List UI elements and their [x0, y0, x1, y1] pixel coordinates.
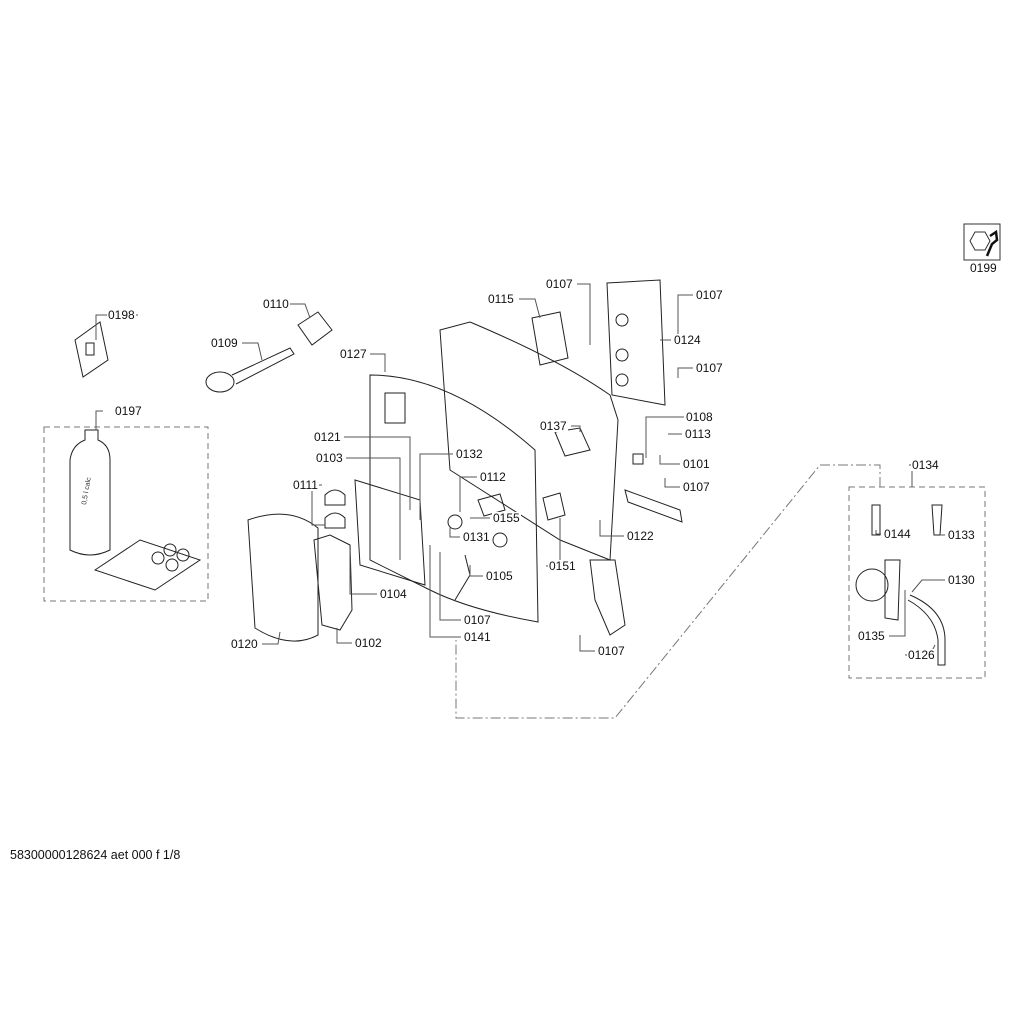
part-label[interactable]: 0131 — [462, 530, 491, 544]
spout-0102 — [313, 534, 353, 631]
part-label[interactable]: 0130 — [947, 573, 976, 587]
front-cover-0120 — [247, 513, 319, 642]
cable-0105 — [454, 554, 471, 601]
module-0115 — [531, 311, 569, 366]
board-0124 — [606, 279, 666, 406]
test-strip-card — [93, 539, 202, 591]
part-label[interactable]: 0107 — [463, 613, 492, 627]
part-label[interactable]: 0124 — [673, 333, 702, 347]
part-label[interactable]: 0102 — [354, 636, 383, 650]
part-label[interactable]: 0107 — [545, 277, 574, 291]
knob-0111-a — [324, 489, 346, 506]
part-0112 — [477, 493, 506, 517]
part-label[interactable]: 0144 — [883, 527, 912, 541]
frame-0104 — [354, 479, 426, 586]
sachet-window — [85, 342, 95, 356]
rail-0108 — [624, 489, 683, 523]
part-label[interactable]: 0137 — [539, 419, 568, 433]
part-label[interactable]: 0109 — [210, 336, 239, 350]
hose-0126 — [907, 594, 946, 666]
part-label[interactable]: 0104 — [379, 587, 408, 601]
pump-0135 — [855, 568, 889, 602]
part-label[interactable]: 0126 — [907, 648, 936, 662]
part-label[interactable]: 0133 — [947, 528, 976, 542]
part-label[interactable]: 0111 — [292, 478, 319, 492]
part-label[interactable]: 0151 — [548, 559, 577, 573]
group-box-0197 — [43, 426, 209, 602]
part-label[interactable]: 0105 — [485, 569, 514, 583]
part-label[interactable]: 0127 — [339, 347, 368, 361]
valve-0137 — [554, 427, 591, 457]
part-label[interactable]: 0110 — [262, 297, 290, 311]
part-label[interactable]: 0135 — [857, 629, 886, 643]
part-label[interactable]: 0101 — [682, 457, 711, 471]
descaler-bottle — [69, 429, 111, 556]
part-label[interactable]: 0107 — [695, 288, 724, 302]
part-0133 — [931, 504, 943, 536]
part-label[interactable]: 0197 — [114, 404, 143, 418]
part-label[interactable]: 0113 — [684, 427, 712, 441]
knob-0111-b — [324, 512, 346, 529]
part-0144 — [871, 504, 881, 536]
group-box-0134 — [848, 486, 986, 679]
part-label[interactable]: 0122 — [626, 529, 655, 543]
measuring-spoon — [231, 347, 295, 385]
part-label[interactable]: 0198 — [107, 308, 136, 322]
wrench-nut-icon — [963, 223, 1001, 261]
document-reference: 58300000128624 aet 000 f 1/8 — [10, 848, 181, 862]
connector-line — [455, 464, 881, 719]
part-label[interactable]: 0134 — [911, 458, 940, 472]
part-0151 — [542, 492, 566, 521]
part-label[interactable]: 0199 — [969, 261, 998, 275]
housing-leg — [589, 559, 626, 636]
sachet-part — [74, 321, 109, 378]
bottle-text: 0,5 l calc — [81, 476, 93, 505]
housing-0122 — [439, 321, 619, 561]
part-label[interactable]: 0121 — [313, 430, 342, 444]
part-label[interactable]: 0120 — [230, 637, 259, 651]
panel-0127 — [369, 374, 539, 623]
part-label[interactable]: 0107 — [682, 480, 711, 494]
part-label[interactable]: 0155 — [492, 511, 521, 525]
part-label[interactable]: 0103 — [315, 451, 344, 465]
part-label[interactable]: 0115 — [487, 292, 515, 306]
part-0110 — [297, 311, 333, 346]
part-label[interactable]: 0107 — [597, 644, 626, 658]
part-label[interactable]: 0107 — [695, 361, 724, 375]
part-label[interactable]: 0141 — [463, 630, 492, 644]
part-label[interactable]: 0112 — [479, 470, 507, 484]
part-label[interactable]: 0108 — [685, 410, 714, 424]
part-label[interactable]: 0132 — [455, 447, 484, 461]
